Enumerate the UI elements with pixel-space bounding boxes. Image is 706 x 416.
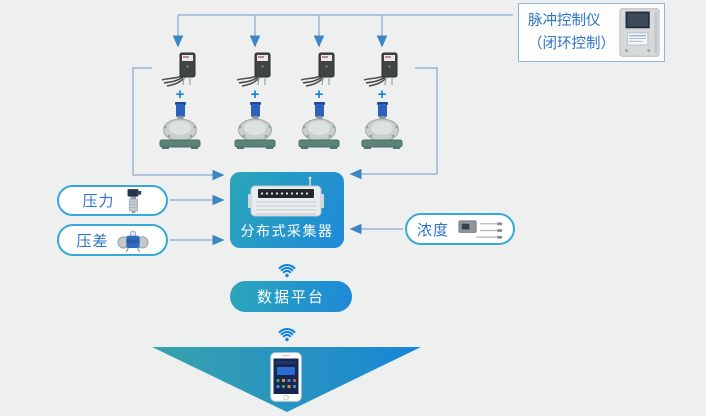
collector-label: 分布式采集器 (240, 223, 334, 239)
pressure-sensor-box: 压力 (57, 185, 168, 216)
solenoid-coil-module-icon (236, 52, 271, 87)
valve-unit-column-4: + (359, 52, 405, 152)
pressure-transmitter-icon (127, 188, 141, 213)
pulse-valve-icon (298, 102, 340, 149)
data-platform-label: 数据平台 (256, 289, 325, 306)
solenoid-coil-module-icon (161, 52, 196, 87)
wifi-icon (278, 328, 296, 342)
pressure-label: 压力 (82, 193, 115, 210)
pulse-valve-icon (361, 102, 403, 149)
concentration-probes-icon (458, 219, 503, 239)
solenoid-coil-module-icon (363, 52, 398, 87)
valves-left-to-collector-line (132, 67, 225, 181)
pulse-controller-label: 脉冲控制仪 （闭环控制） (528, 13, 615, 52)
diff-pressure-label: 压差 (76, 232, 109, 250)
pulse-valve-icon (234, 102, 276, 149)
pulse-controller-box: 脉冲控制仪 （闭环控制） (518, 3, 665, 62)
wifi-icon (278, 264, 296, 278)
diff-pressure-sensor-box: 压差 (57, 224, 168, 256)
valves-right-to-collector-line (349, 67, 438, 180)
pulse-valve-icon (159, 102, 201, 149)
distributed-collector-box: 分布式采集器 (230, 172, 344, 248)
valve-unit-column-3: + (296, 52, 342, 152)
smartphone-app-image (270, 352, 302, 402)
concentration-sensor-box: 浓度 (405, 213, 515, 245)
pulse-controller-cabinet-image (619, 8, 660, 57)
valve-unit-column-2: + (232, 52, 278, 152)
solenoid-coil-module-icon (300, 52, 335, 87)
differential-pressure-transmitter-icon (116, 230, 149, 252)
plus-sign: + (314, 86, 324, 103)
valve-unit-column-1: + (157, 52, 203, 152)
data-platform-box: 数据平台 (230, 281, 352, 312)
plus-sign: + (377, 86, 387, 103)
distributed-collector-device-image (248, 176, 324, 217)
plus-sign: + (250, 86, 260, 103)
plus-sign: + (175, 86, 185, 103)
concentration-label: 浓度 (416, 221, 449, 239)
